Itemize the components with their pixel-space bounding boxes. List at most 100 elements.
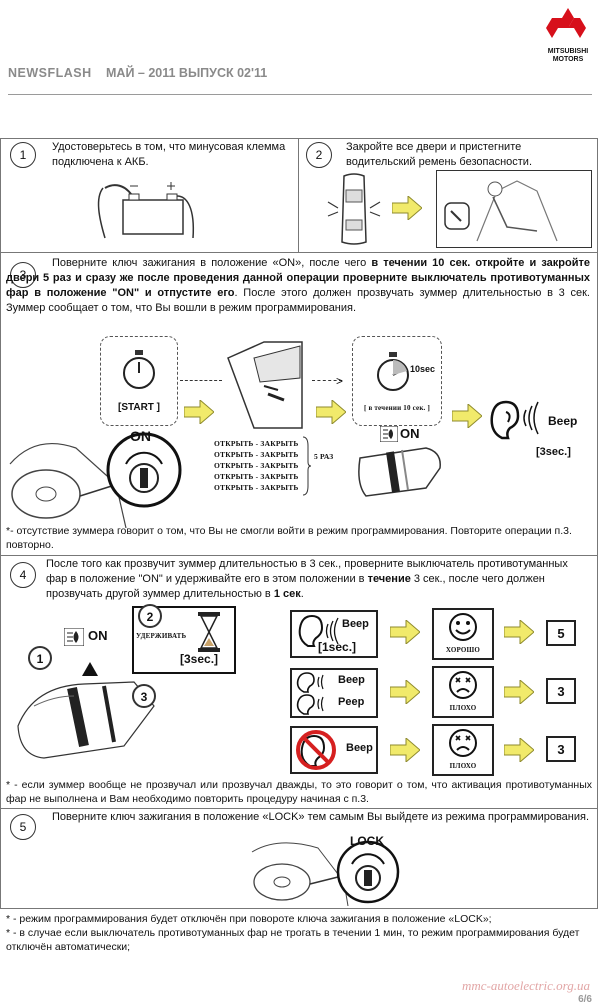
good-result-box <box>432 608 494 660</box>
arrowhead-icon: > <box>336 374 344 388</box>
arrow-right-icon <box>390 680 420 704</box>
mitsubishi-logo-icon <box>546 8 586 38</box>
arrow-right-icon <box>504 680 534 704</box>
step4-text-part3: . <box>300 588 304 600</box>
stopwatch-icon <box>377 352 409 391</box>
newsletter-title: NEWSFLASH <box>8 66 92 80</box>
arrow-right-icon <box>316 400 346 424</box>
car-top-view-icon <box>327 173 381 245</box>
step-number-3: 3 <box>10 262 36 288</box>
dashboard-ignition-icon <box>9 432 182 528</box>
dashed-connector <box>180 380 222 381</box>
open-close-list: ОТКРЫТЬ - ЗАКРЫТЬ ОТКРЫТЬ - ЗАКРЫТЬ ОТКР… <box>214 438 304 493</box>
car-battery-icon <box>97 182 195 239</box>
hourglass-icon <box>198 612 220 652</box>
callout-1: 1 <box>28 646 52 670</box>
final-note: * - режим программирования будет отключё… <box>6 913 492 925</box>
arrow-right-icon <box>452 404 482 428</box>
issue-label: МАЙ – 2011 ВЫПУСК 02'11 <box>106 66 268 80</box>
watermark-url: mmc-autoelectric.org.ua <box>461 978 590 993</box>
step3-text-bold: в течении 10 сек. откройте и закройте дв… <box>6 257 590 299</box>
row-divider <box>0 908 598 909</box>
step4-text-bold2: 1 сек <box>273 588 301 600</box>
on-label: ON <box>130 428 151 444</box>
triangle-pointer-icon <box>82 662 98 676</box>
step-number-1: 1 <box>10 142 36 168</box>
table-left-border <box>0 138 1 908</box>
step4-text-bold1: течение <box>367 573 411 585</box>
three-sec-label: [3sec.] <box>536 446 571 458</box>
step4-text: После того как прозвучит зуммер длительн… <box>46 557 592 602</box>
step4-note: * - если зуммер вообще не прозвучал или … <box>6 779 592 805</box>
step5-text: Поверните ключ зажигания в положение «LO… <box>52 811 590 823</box>
arrow-right-icon <box>390 738 420 762</box>
driver-seat-icon <box>444 180 558 242</box>
bad-label: ПЛОХО <box>449 762 477 770</box>
start-box <box>100 336 178 426</box>
fog-light-icon <box>64 628 84 646</box>
fog-light-switch-icon <box>17 681 155 759</box>
ear-sound-icon <box>490 400 539 440</box>
step1-2-divider <box>298 138 299 252</box>
step3-note: *- отсутствие зуммера говорит о том, что… <box>6 525 572 551</box>
bad-label: ПЛОХО <box>449 704 477 712</box>
step-number-5: 5 <box>10 814 36 840</box>
ear-forbidden-icon <box>296 730 336 770</box>
open-close-item: ОТКРЫТЬ - ЗАКРЫТЬ <box>214 483 299 492</box>
brand-line-1: MITSUBISHI <box>547 48 589 55</box>
fog-light-icon <box>380 426 398 442</box>
arrow-right-icon <box>390 620 420 644</box>
ear-sound-icon <box>296 672 324 715</box>
arrow-right-icon <box>392 196 422 220</box>
header-divider <box>8 94 592 95</box>
brand-line-2: MOTORS <box>552 56 584 63</box>
step-number-2: 2 <box>306 142 332 168</box>
callout-2: 2 <box>138 604 162 628</box>
car-door-icon <box>227 341 303 429</box>
step4-text-part2: 3 сек., после чего должен прозвучать дру… <box>46 573 545 600</box>
beep-label: Beep <box>548 414 578 428</box>
good-label: ХОРОШО <box>445 646 481 654</box>
open-close-item: ОТКРЫТЬ - ЗАКРЫТЬ <box>214 450 299 459</box>
one-sec-label: [1sec.] <box>318 640 357 654</box>
step3-text-part2: . После этого должен прозвучать зуммер д… <box>6 287 590 314</box>
open-close-item: ОТКРЫТЬ - ЗАКРЫТЬ <box>214 439 299 448</box>
beep-label: Beep <box>338 674 365 686</box>
three-sec-label: [3sec.] <box>180 652 219 666</box>
within-ten-sec-label: [ в течении 10 сек. ] <box>363 404 430 412</box>
ten-sec-label: 10sec <box>410 364 436 374</box>
hold-label: УДЕРЖИВАТЬ <box>136 632 187 640</box>
arrow-right-icon <box>184 400 214 424</box>
result-number: 3 <box>546 678 576 704</box>
dashboard-ignition-icon <box>251 840 400 906</box>
ear-sound-icon <box>298 614 339 647</box>
result-number: 3 <box>546 736 576 762</box>
open-close-item: ОТКРЫТЬ - ЗАКРЫТЬ <box>214 472 299 481</box>
row-divider <box>0 252 598 253</box>
on-label: ON <box>88 628 108 643</box>
smiley-happy-icon <box>449 613 477 641</box>
row-divider <box>0 555 598 556</box>
page-number: 6/6 <box>578 994 592 1005</box>
beep-label: Beep <box>342 618 369 630</box>
step3-text-part1: Поверните ключ зажигания в положение «ON… <box>52 257 372 269</box>
stopwatch-icon <box>123 350 155 389</box>
callout-3: 3 <box>132 684 156 708</box>
lock-label: LOCK <box>350 834 384 848</box>
arrow-right-icon <box>504 620 534 644</box>
five-times-label: 5 РАЗ <box>314 452 334 461</box>
peep-label: Peep <box>338 696 365 708</box>
dashed-connector <box>312 380 342 381</box>
step-number-4: 4 <box>10 562 36 588</box>
step4-text-part1: После того как прозвучит зуммер длительн… <box>46 558 568 585</box>
smiley-sad-icon <box>449 729 477 757</box>
beep-label: Beep <box>346 742 373 754</box>
final-note: * - в случае если выключатель противотум… <box>6 927 580 953</box>
brace-icon <box>302 436 312 496</box>
step1-text: Удостоверьтесь в том, что минусовая клем… <box>52 141 286 168</box>
start-label: [START ] <box>117 402 161 413</box>
brand-name: MITSUBISHI MOTORS <box>538 48 598 64</box>
row-divider <box>0 808 598 809</box>
table-top-border <box>0 138 598 139</box>
result-number: 5 <box>546 620 576 646</box>
